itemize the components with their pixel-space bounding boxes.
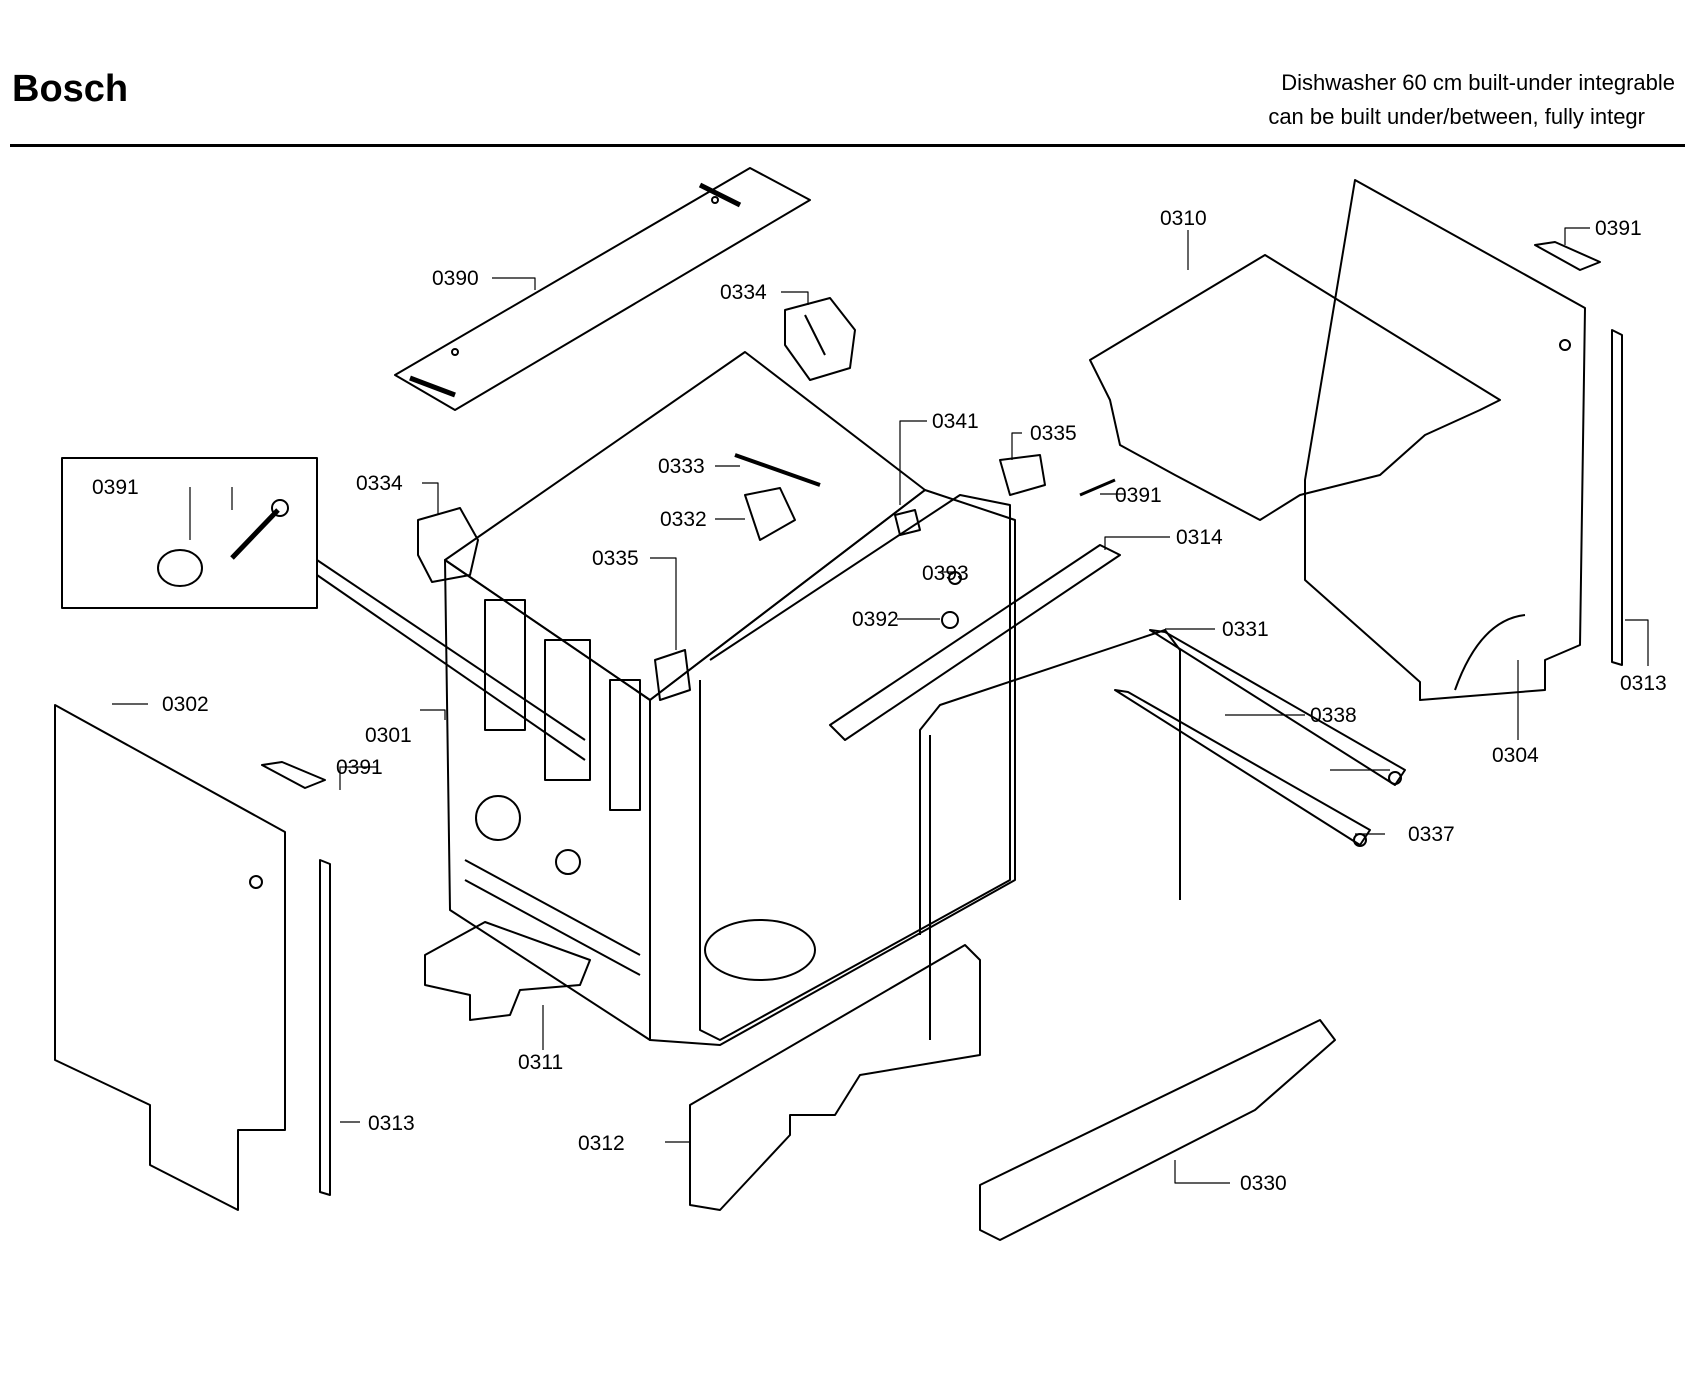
part-small-components — [654, 453, 1116, 701]
label-0334-left: 0334 — [356, 472, 403, 495]
label-0390: 0390 — [432, 267, 479, 290]
label-0304: 0304 — [1492, 744, 1539, 767]
part-0391-inset-box — [61, 457, 586, 761]
model-description-line-1: Dishwasher 60 cm built-under integrable — [1281, 70, 1675, 95]
label-0330: 0330 — [1240, 1172, 1287, 1195]
part-0334-bracket-top — [784, 297, 856, 381]
label-0391-top-right: 0391 — [1595, 217, 1642, 240]
label-0335-left: 0335 — [592, 547, 639, 570]
label-0337: 0337 — [1408, 823, 1455, 846]
part-0313-right-strip — [1611, 329, 1623, 666]
part-0314-rail — [829, 544, 1121, 741]
label-0313-right: 0313 — [1620, 672, 1667, 695]
label-0313-left: 0313 — [368, 1112, 415, 1135]
part-0330-base-rail — [979, 1019, 1336, 1241]
part-0334-bracket-left — [417, 507, 479, 583]
part-0338-runner — [1149, 629, 1406, 786]
leader-lines — [112, 227, 1649, 1184]
label-0301: 0301 — [365, 724, 412, 747]
label-0332: 0332 — [660, 508, 707, 531]
label-0312: 0312 — [578, 1132, 625, 1155]
label-0391-left: 0391 — [336, 756, 383, 779]
part-0310-insulation-mat — [1089, 254, 1501, 521]
label-0333: 0333 — [658, 455, 705, 478]
label-0391-right: 0391 — [1115, 484, 1162, 507]
exploded-parts-diagram: 0390 0334 0334 0391 0333 0332 0341 0335 … — [54, 167, 1667, 1241]
part-0391-clip-left — [261, 761, 326, 789]
label-0310: 0310 — [1160, 207, 1207, 230]
model-description-line-2: can be built under/between, fully integr — [1268, 104, 1645, 129]
label-0391-inset: 0391 — [92, 476, 139, 499]
label-0338: 0338 — [1310, 704, 1357, 727]
label-0311: 0311 — [518, 1051, 563, 1074]
part-0302-left-panel — [54, 704, 286, 1211]
part-0313-left-strip — [319, 859, 331, 1196]
label-0314: 0314 — [1176, 526, 1223, 549]
part-0390-top-plate — [394, 167, 811, 411]
label-0393: 0393 — [922, 562, 969, 585]
label-0302: 0302 — [162, 693, 209, 716]
part-0311-front-insulation — [424, 921, 591, 1021]
brand-title: Bosch — [12, 68, 129, 110]
label-0331: 0331 — [1222, 618, 1269, 641]
header-rule — [10, 144, 1685, 147]
part-0301-tub — [444, 351, 1016, 1046]
label-0335-right: 0335 — [1030, 422, 1077, 445]
label-0341: 0341 — [932, 410, 979, 433]
part-0331-door-seal — [699, 494, 1181, 1041]
label-0392: 0392 — [852, 608, 899, 631]
label-0334-top: 0334 — [720, 281, 767, 304]
part-0304-right-panel — [1304, 179, 1586, 701]
part-0391-clip-top-right — [1534, 241, 1601, 271]
part-0312-plinth-insulation — [689, 944, 981, 1211]
